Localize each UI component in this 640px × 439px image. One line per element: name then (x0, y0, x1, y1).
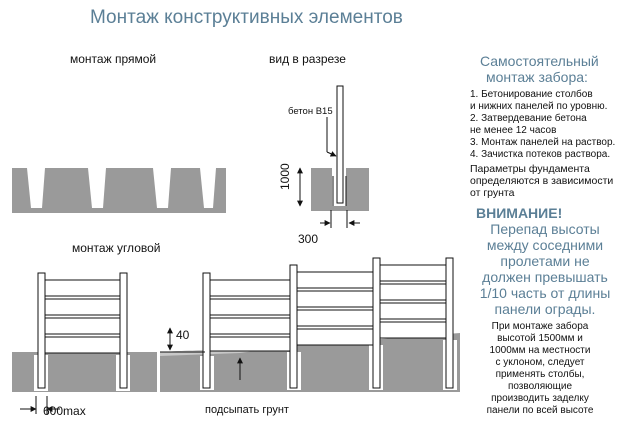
corner-mounting (12, 272, 157, 414)
step-line: 1. Бетонирование столбов (470, 89, 593, 100)
sloped-fence (160, 257, 460, 392)
step-line: не менее 12 часов (470, 125, 557, 136)
step-line: 3. Монтаж панелей на раствор. (470, 137, 616, 148)
side-panel-title-1: Самостоятельный (480, 53, 599, 69)
warning-line: пролетами не (500, 253, 590, 269)
fill-soil-label: подсыпать грунт (205, 404, 289, 416)
step-line: 4. Зачистка потеков раствора. (470, 149, 611, 160)
slope-note-line: При монтаже забора (491, 321, 589, 332)
foundation-note: Параметры фундамента определяются в зави… (470, 163, 635, 199)
slope-note-line: с уклоном, следует (495, 357, 585, 368)
warning-line: Перепад высоты (490, 221, 600, 237)
warning-text: Перепад высоты между соседними пролетами… (470, 221, 620, 317)
slope-note-line: 1000мм на местности (489, 345, 591, 356)
depth-label: 1000 (278, 163, 292, 190)
section-view (297, 85, 369, 228)
slope-note: При монтаже забора высотой 1500мм и 1000… (470, 321, 610, 417)
straight-foundation (12, 168, 226, 213)
slope-note-line: производить заделку (491, 393, 589, 404)
slope-note-line: позволяющие (507, 381, 573, 392)
warning-line: панели ограды. (494, 301, 596, 317)
slope-note-line: панели по всей высоте (486, 405, 594, 416)
warning-title: ВНИМАНИЕ! (476, 205, 563, 221)
step-line: и нижних панелей по уровню. (470, 101, 608, 112)
foundation-note-line: Параметры фундамента (470, 163, 590, 175)
foundation-note-line: определяются в зависимости (470, 175, 614, 187)
side-panel-title-2: монтаж забора: (486, 69, 588, 85)
section-view-label: вид в разрезе (269, 52, 346, 66)
height-diff-label: 40 (176, 328, 190, 342)
warning-line: 1/10 часть от длины (479, 285, 611, 301)
max-gap-label: 600max (43, 404, 86, 418)
width-label: 300 (298, 232, 319, 246)
slope-note-line: высотой 1500мм и (497, 333, 583, 344)
slope-note-line: применять столбы, (495, 369, 585, 380)
concrete-label: бетон В15 (288, 106, 333, 117)
page-title: Монтаж конструктивных элементов (90, 7, 403, 28)
warning-line: должен превышать (482, 269, 608, 285)
corner-mounting-label: монтаж угловой (72, 241, 161, 255)
warning-line: между соседними (486, 237, 604, 253)
straight-mounting-label: монтаж прямой (70, 52, 157, 66)
foundation-note-line: от грунта (470, 187, 515, 199)
step-line: 2. Затвердевание бетона (470, 113, 587, 124)
steps-list: 1. Бетонирование столбов и нижних панеле… (470, 89, 635, 161)
side-panel: Самостоятельный монтаж забора: 1. Бетони… (470, 53, 635, 417)
